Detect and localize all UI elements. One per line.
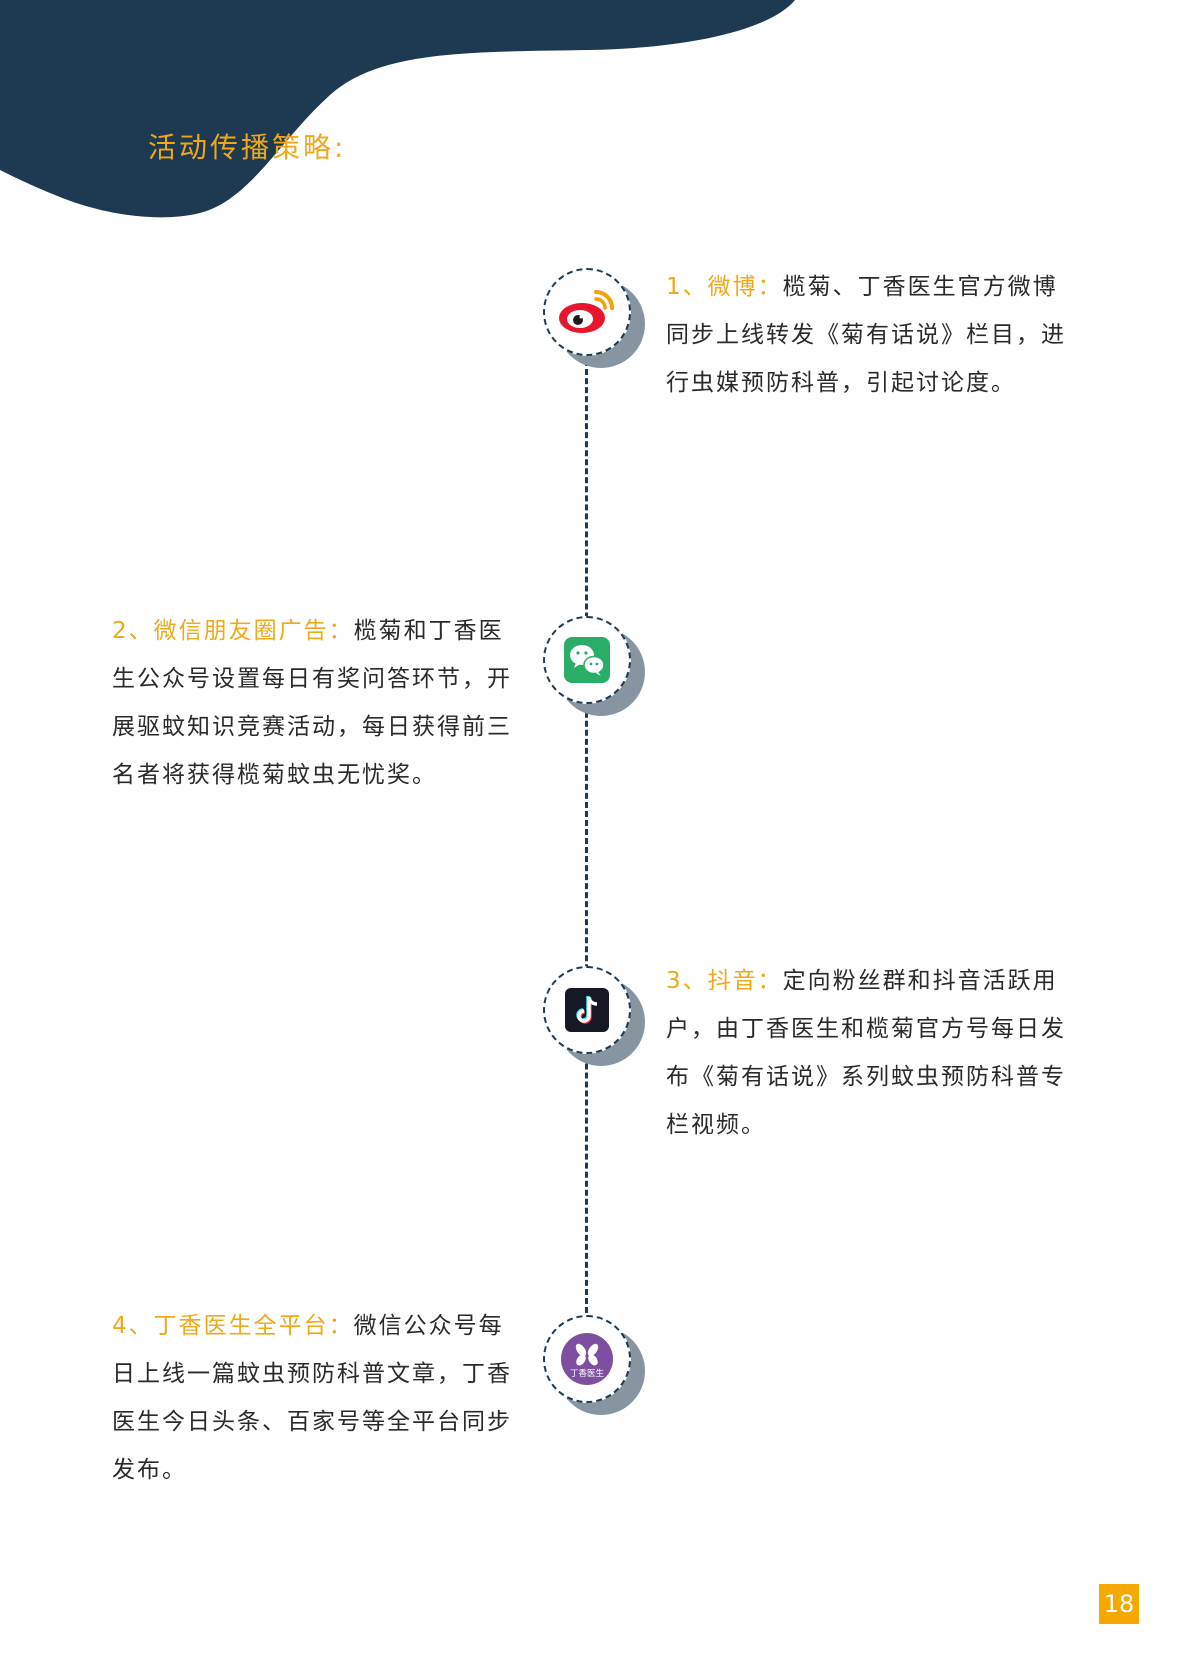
timeline-node-dxy: 丁香医生 bbox=[543, 1315, 645, 1415]
header-wave-shape bbox=[0, 0, 795, 218]
strategy-douyin: 3、抖音：定向粉丝群和抖音活跃用户，由丁香医生和榄菊官方号每日发布《菊有话说》系… bbox=[666, 957, 1078, 1149]
strategy-text: 微信公众号每日上线一篇蚊虫预防科普文章，丁香医生今日头条、百家号等全平台同步发布… bbox=[112, 1313, 512, 1483]
strategy-label: 4、丁香医生全平台： bbox=[112, 1313, 354, 1339]
strategy-weibo: 1、微博：榄菊、丁香医生官方微博同步上线转发《菊有话说》栏目，进行虫媒预防科普，… bbox=[666, 263, 1078, 407]
timeline-node-douyin bbox=[543, 966, 645, 1066]
strategy-dxy: 4、丁香医生全平台：微信公众号每日上线一篇蚊虫预防科普文章，丁香医生今日头条、百… bbox=[112, 1302, 524, 1494]
page-title: 活动传播策略: bbox=[148, 131, 347, 164]
douyin-icon bbox=[565, 988, 609, 1032]
timeline-node-wechat bbox=[543, 616, 645, 716]
strategy-text: 榄菊和丁香医生公众号设置每日有奖问答环节，开展驱蚊知识竞赛活动，每日获得前三名者… bbox=[112, 618, 512, 788]
timeline-line bbox=[585, 342, 588, 1322]
weibo-icon bbox=[559, 290, 614, 333]
strategy-label: 2、微信朋友圈广告： bbox=[112, 618, 354, 644]
page-number: 18 bbox=[1099, 1584, 1139, 1624]
strategy-label: 1、微博： bbox=[666, 274, 783, 300]
wechat-icon bbox=[564, 637, 610, 683]
timeline-node-weibo bbox=[543, 268, 645, 368]
dxy-icon: 丁香医生 bbox=[561, 1333, 613, 1385]
strategy-label: 3、抖音： bbox=[666, 968, 783, 994]
strategy-text: 榄菊、丁香医生官方微博同步上线转发《菊有话说》栏目，进行虫媒预防科普，引起讨论度… bbox=[666, 274, 1066, 396]
strategy-wechat: 2、微信朋友圈广告：榄菊和丁香医生公众号设置每日有奖问答环节，开展驱蚊知识竞赛活… bbox=[112, 607, 524, 799]
dxy-logo-text: 丁香医生 bbox=[570, 1368, 605, 1379]
strategy-text: 定向粉丝群和抖音活跃用户，由丁香医生和榄菊官方号每日发布《菊有话说》系列蚊虫预防… bbox=[666, 968, 1066, 1138]
